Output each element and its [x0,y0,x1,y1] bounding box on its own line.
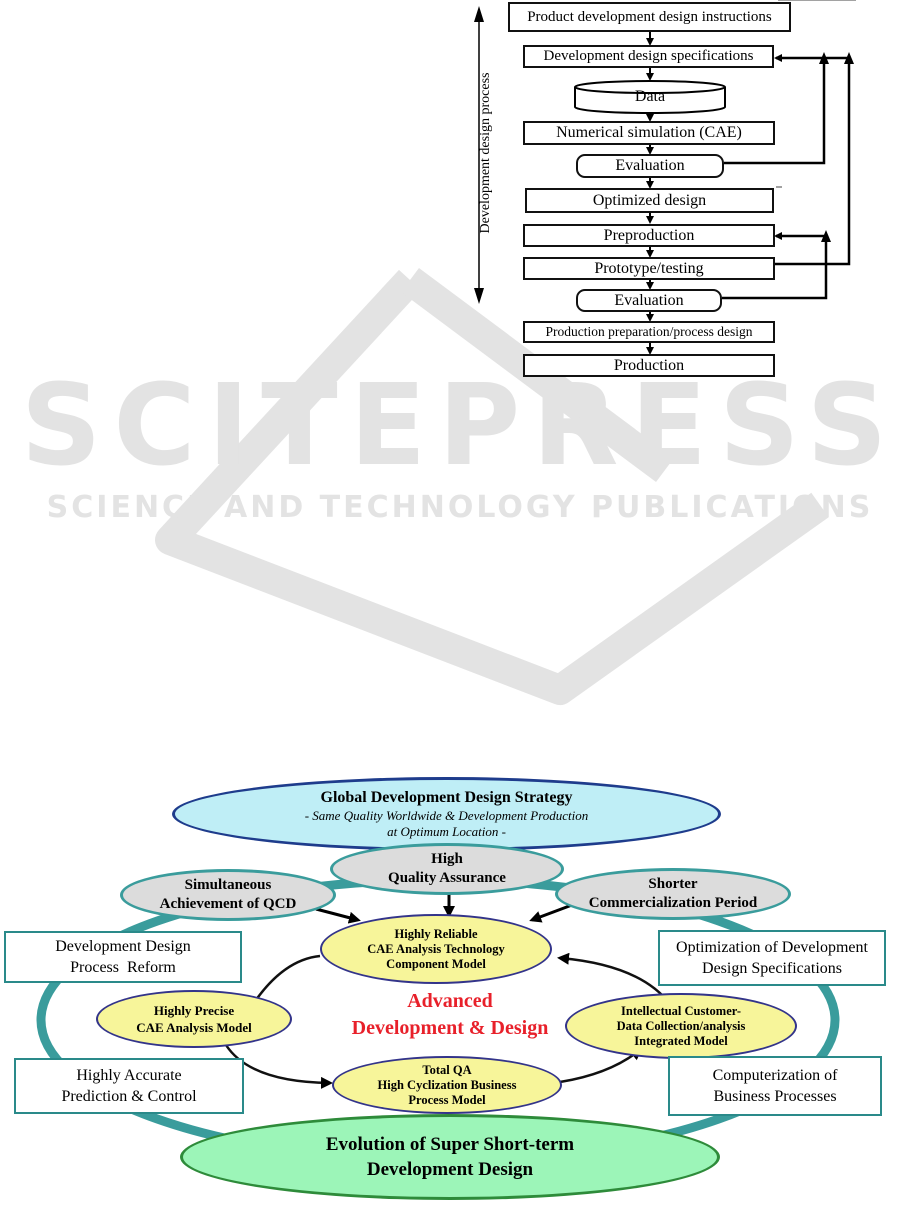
model-top-line1: Highly Reliable [394,926,478,941]
driver-period-line1: Shorter [648,876,698,892]
step-numerical-simulation: Numerical simulation (CAE) [523,121,775,145]
step-production: Production [523,354,775,377]
outcome-spec-optimization: Optimization of Development Design Speci… [658,930,886,986]
driver-qcd: Simultaneous Achievement of QCD [120,869,336,921]
step-evaluation-1: Evaluation [576,154,724,178]
outcome-computerization-line2: Business Processes [713,1088,837,1105]
model-bottom-line3: Process Model [408,1092,486,1107]
driver-qcd-line2: Achievement of QCD [159,896,297,912]
outcome-process-reform-line2: Process Reform [70,959,176,976]
model-right-line2: Data Collection/analysis [616,1018,746,1033]
evolution-line2: Development Design [366,1159,534,1180]
step-preproduction: Preproduction [523,224,775,247]
outcome-process-reform: Development Design Process Reform [4,931,242,983]
center-title-line1: Advanced [407,990,493,1012]
strategy-title: Global Development Design Strategy [320,789,573,806]
driver-commercialization-period: Shorter Commercialization Period [555,868,791,920]
step-design-instructions: Product development design instructions [508,2,791,32]
outcome-computerization: Computerization of Business Processes [668,1056,882,1116]
driver-quality-line1: High [431,851,463,867]
driver-qcd-line1: Simultaneous [184,877,272,893]
driver-period-line2: Commercialization Period [588,895,758,911]
model-precise-cae: Highly Precise CAE Analysis Model [96,990,292,1048]
evolution-oval: Evolution of Super Short-term Developmen… [180,1114,720,1200]
model-right-line3: Integrated Model [634,1033,728,1048]
driver-quality-assurance: High Quality Assurance [330,843,564,895]
flowchart-connectors [474,0,856,355]
step-design-specifications: Development design specifications [523,45,774,68]
outcome-computerization-line1: Computerization of [712,1067,838,1084]
model-total-qa: Total QA High Cyclization Business Proce… [332,1056,562,1114]
strategy-subtitle-line1: - Same Quality Worldwide & Development P… [304,808,589,823]
outcome-spec-line1: Optimization of Development [676,939,868,956]
data-cylinder [574,80,726,114]
outcome-spec-line2: Design Specifications [702,960,842,977]
side-arrow-head-bottom [474,288,484,304]
center-title-line2: Development & Design [351,1017,549,1039]
model-bottom-line1: Total QA [422,1062,472,1077]
side-arrow-head-top [474,6,484,22]
model-top-line2: CAE Analysis Technology [367,941,505,956]
step-prototype-testing: Prototype/testing [523,257,775,280]
model-right-line1: Intellectual Customer- [621,1003,741,1018]
global-strategy-oval: Global Development Design Strategy - Sam… [172,777,721,851]
watermark-tagline: SCIENCE AND TECHNOLOGY PUBLICATIONS [46,490,874,525]
model-top-line3: Component Model [386,956,486,971]
model-left-line1: Highly Precise [153,1003,235,1018]
step-optimized-design: Optimized design [525,188,774,213]
driver-quality-line2: Quality Assurance [388,870,506,886]
side-process-label: Development design process [478,72,493,234]
strategy-subtitle-line2: at Optimum Location - [387,824,506,839]
outcome-prediction-line1: Highly Accurate [76,1067,182,1084]
outcome-process-reform-line1: Development Design [55,938,191,955]
evolution-line1: Evolution of Super Short-term [325,1134,575,1155]
outcome-prediction-control: Highly Accurate Prediction & Control [14,1058,244,1114]
outcome-prediction-line2: Prediction & Control [61,1088,197,1105]
step-data-label: Data [634,88,666,105]
model-customer-data: Intellectual Customer- Data Collection/a… [565,993,797,1059]
step-evaluation-2: Evaluation [576,289,722,312]
model-bottom-line2: High Cyclization Business [377,1077,517,1092]
model-left-line2: CAE Analysis Model [136,1020,252,1035]
step-production-preparation: Production preparation/process design [523,321,775,343]
model-reliable-cae: Highly Reliable CAE Analysis Technology … [320,914,552,984]
watermark-brand: SCITEPRESS [20,361,900,491]
center-title: Advanced Development & Design [320,988,580,1044]
